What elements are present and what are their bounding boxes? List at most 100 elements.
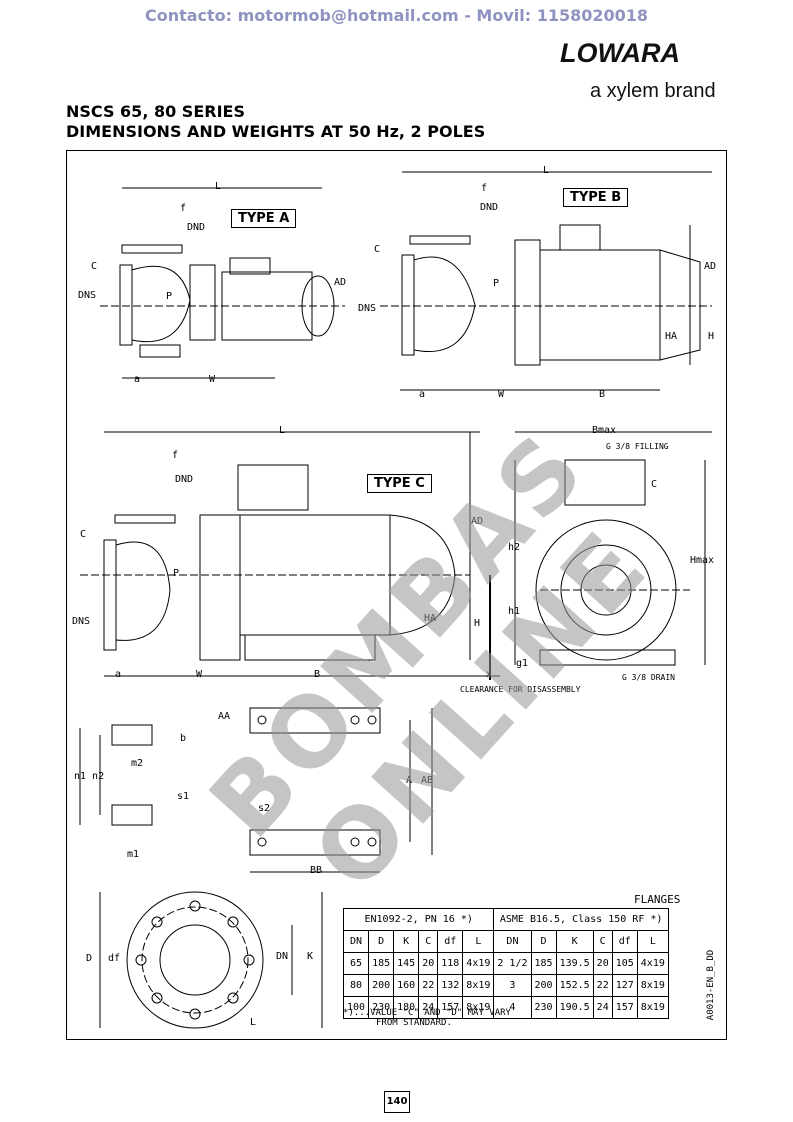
column-header: df — [611, 930, 638, 953]
column-header: L — [462, 930, 495, 953]
table-cell: 3 — [493, 974, 532, 997]
dim-label: C — [91, 261, 98, 272]
dim-label: C — [651, 479, 658, 490]
dim-label: DNS — [72, 616, 91, 627]
dim-label: s1 — [177, 791, 190, 802]
table-cell: 157 — [611, 996, 638, 1019]
page-title: NSCS 65, 80 SERIES — [66, 102, 245, 121]
type-c-drawing — [80, 431, 500, 680]
table-cell: 185 — [368, 952, 395, 975]
dim-label: DND — [480, 202, 499, 213]
dim-label: a — [134, 374, 141, 385]
dim-label: b — [180, 733, 187, 744]
table-cell: 8x19 — [462, 974, 495, 997]
column-header: D — [368, 930, 395, 953]
dim-label: HA — [665, 331, 678, 342]
column-header: DN — [342, 930, 370, 953]
column-header: D — [530, 930, 557, 953]
table-cell: 139.5 — [555, 952, 594, 975]
table-cell: 185 — [530, 952, 557, 975]
table-cell: 200 — [530, 974, 557, 997]
column-header: C — [592, 930, 613, 953]
filling-label: G 3/8 FILLING — [606, 442, 669, 451]
type-c-label: TYPE C — [367, 474, 432, 493]
flanges-note: *)...VALUE "C" AND "D" MAY VARY — [343, 1008, 511, 1018]
dim-label: Hmax — [690, 555, 715, 566]
column-header: DN — [493, 930, 532, 953]
dim-label: B — [599, 389, 606, 400]
dim-label: df — [108, 953, 121, 964]
dim-label: L — [215, 181, 222, 192]
flange-drawing — [99, 891, 323, 1029]
dim-label: P — [493, 278, 500, 289]
table-cell: 2 1/2 — [493, 952, 532, 975]
dim-label: P — [166, 291, 173, 302]
dim-label: f — [481, 183, 488, 194]
type-a-label: TYPE A — [231, 209, 297, 228]
table-cell: 22 — [592, 974, 613, 997]
type-b-label: TYPE B — [563, 188, 629, 207]
clearance-label: CLEARANCE FOR DISASSEMBLY — [460, 685, 581, 694]
table-cell: 8x19 — [462, 996, 495, 1019]
table-cell: 105 — [611, 952, 638, 975]
dim-label: W — [209, 374, 216, 385]
drawing-frame — [66, 150, 727, 1040]
dim-label: m2 — [131, 758, 144, 769]
dim-label: x — [486, 669, 493, 680]
dim-label: B — [314, 669, 321, 680]
dim-label: L — [279, 425, 286, 436]
standard-en: EN1092-2, PN 16 *) — [342, 908, 495, 931]
type-b-drawing — [380, 171, 712, 391]
table-cell: 230 — [368, 996, 395, 1019]
page-subtitle: DIMENSIONS AND WEIGHTS AT 50 Hz, 2 POLES — [66, 122, 486, 141]
contact-header: Contacto: motormob@hotmail.com - Movil: … — [144, 6, 649, 25]
dim-label: BB — [310, 865, 323, 876]
table-cell: 118 — [437, 952, 464, 975]
dim-label: W — [498, 389, 505, 400]
dim-label: AD — [471, 516, 484, 527]
column-header: K — [393, 930, 420, 953]
dim-label: DND — [187, 222, 206, 233]
table-cell: 180 — [393, 996, 420, 1019]
flanges-title: FLANGES — [634, 893, 681, 906]
dim-label: DNS — [358, 303, 377, 314]
dim-label: AB — [421, 775, 434, 786]
drawing-code: A0013-EN_B_DD — [706, 949, 717, 1021]
flanges-table: EN1092-2, PN 16 *) ASME B16.5, Class 150… — [342, 908, 669, 1019]
dim-label: a — [419, 389, 426, 400]
dim-label: DND — [175, 474, 194, 485]
standard-asme: ASME B16.5, Class 150 RF *) — [493, 908, 669, 931]
dim-label: C — [80, 529, 87, 540]
feet-drawing — [79, 707, 433, 873]
dim-label: A — [406, 775, 413, 786]
table-cell: 8x19 — [636, 974, 669, 997]
table-cell: 4x19 — [462, 952, 495, 975]
dim-label: g1 — [516, 658, 529, 669]
table-cell: 160 — [393, 974, 420, 997]
page-number: 140 — [384, 1091, 410, 1113]
dim-label: D — [86, 953, 93, 964]
type-a-drawing — [100, 187, 345, 379]
dim-label: AD — [704, 261, 717, 272]
dim-label: h1 — [508, 606, 521, 617]
dim-label: AA — [218, 711, 231, 722]
dim-label: P — [173, 568, 180, 579]
dim-label: W — [196, 669, 203, 680]
table-cell: 24 — [592, 996, 613, 1019]
dim-label: H — [474, 618, 481, 629]
dim-label: DN — [276, 951, 289, 962]
table-cell: 152.5 — [555, 974, 594, 997]
dim-label: h2 — [508, 542, 521, 553]
brand-tagline: a xylem brand — [590, 80, 716, 102]
table-cell: 4 — [493, 996, 532, 1019]
table-cell: 132 — [437, 974, 464, 997]
dim-label: n1 n2 — [74, 771, 105, 782]
table-cell: 145 — [393, 952, 420, 975]
table-cell: 20 — [592, 952, 613, 975]
drain-label: G 3/8 DRAIN — [622, 673, 675, 682]
dim-label: H — [708, 331, 715, 342]
